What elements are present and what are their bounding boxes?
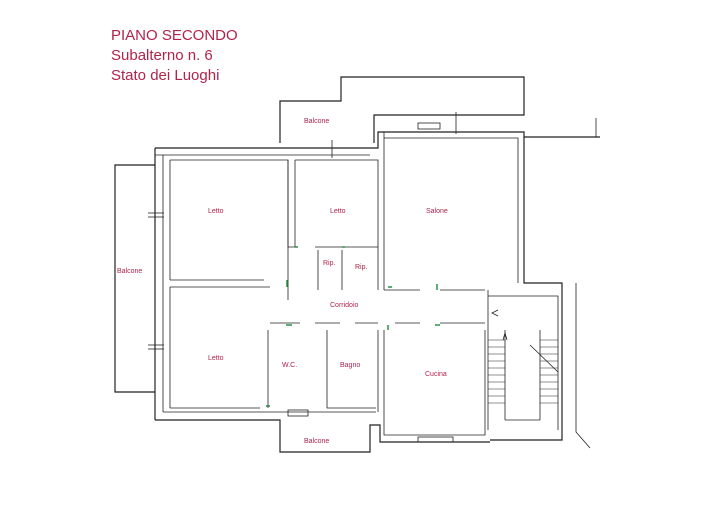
bottom-wall xyxy=(155,419,490,453)
cucina-outline xyxy=(383,330,486,436)
label-bagno: Bagno xyxy=(340,362,360,369)
right-wall xyxy=(490,137,563,441)
floor-title: PIANO SECONDO xyxy=(111,27,238,44)
room-labels: Balcone Balcone Balcone Letto Letto Lett… xyxy=(117,118,448,445)
label-salone: Salone xyxy=(426,208,448,215)
label-corridoio: Corridoio xyxy=(330,302,359,309)
balcony-top-outline xyxy=(279,76,525,143)
outer-walls xyxy=(114,76,600,453)
entrance-arrow xyxy=(491,309,499,317)
label-letto-1: Letto xyxy=(208,208,224,215)
window-salone xyxy=(417,122,441,130)
salone-outline xyxy=(384,137,519,283)
label-cucina: Cucina xyxy=(425,371,447,378)
right-edge xyxy=(575,283,591,449)
staircase xyxy=(488,309,559,421)
label-wc: W.C. xyxy=(282,362,297,369)
unit-subtitle: Subalterno n. 6 xyxy=(111,47,213,64)
plan-title-block: PIANO SECONDO Subalterno n. 6 Stato dei … xyxy=(111,26,238,86)
label-rip-2: Rip. xyxy=(355,264,368,271)
label-balcone-top: Balcone xyxy=(304,118,329,125)
door-marks xyxy=(266,246,440,407)
wc-bagno-divider xyxy=(326,330,376,409)
label-balcone-bottom: Balcone xyxy=(304,438,329,445)
window-cucina xyxy=(417,436,454,443)
status-subtitle: Stato dei Luoghi xyxy=(111,67,220,84)
window-wc xyxy=(287,409,309,417)
stair-steps xyxy=(488,339,558,404)
stair-arrow-diag xyxy=(529,344,559,373)
label-letto-3: Letto xyxy=(208,355,224,362)
top-wall xyxy=(155,131,600,149)
stair-outline xyxy=(488,295,559,430)
balcony-left-outline xyxy=(114,164,155,393)
letto1-top-right xyxy=(170,159,295,248)
label-balcone-left: Balcone xyxy=(117,268,142,275)
label-letto-2: Letto xyxy=(330,208,346,215)
windows xyxy=(148,112,457,443)
stair-arrow-up xyxy=(502,331,508,341)
label-rip-1: Rip. xyxy=(323,260,336,267)
interior-walls xyxy=(169,132,559,436)
